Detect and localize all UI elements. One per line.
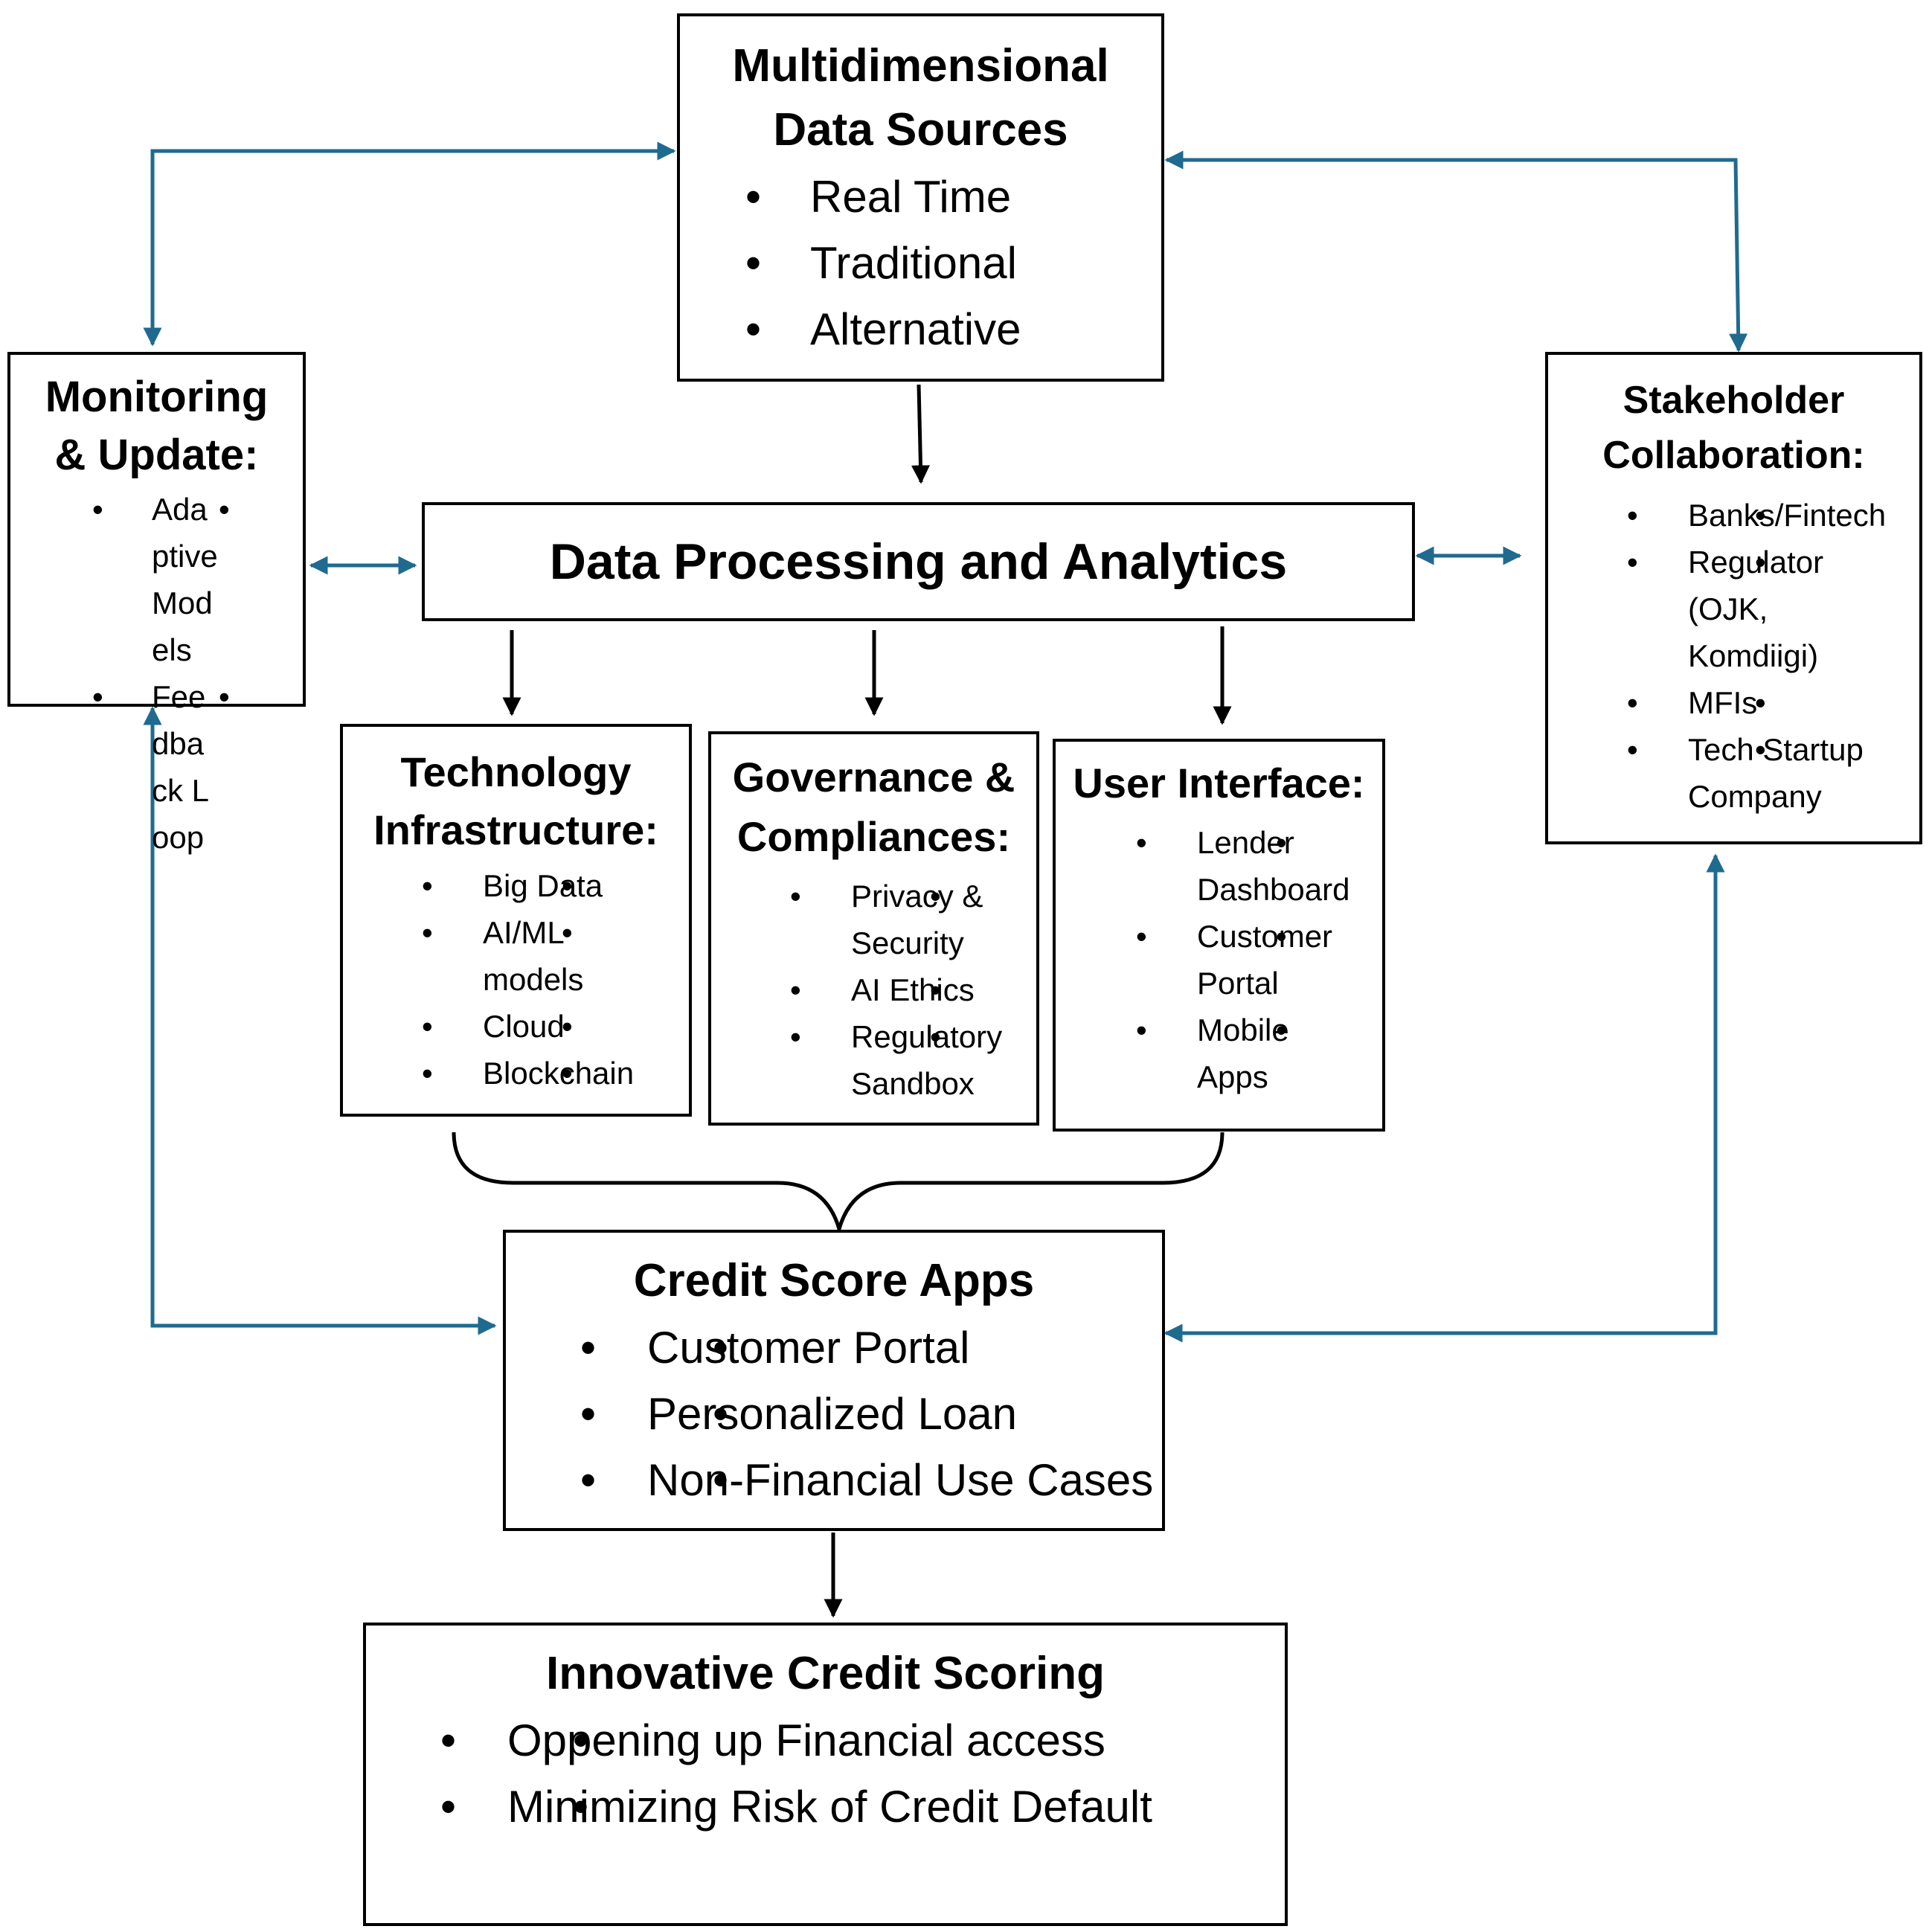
list-item: •Customer Portal: [580, 1315, 1162, 1381]
stakeholder-box: Stakeholder Collaboration: •Banks/Fintec…: [1545, 352, 1922, 844]
list-item: •Tech Startup Company: [1627, 726, 1897, 820]
technology-title-line2: Infrastructure:: [373, 806, 658, 853]
stakeholder-title-line1: Stakeholder: [1623, 379, 1845, 422]
technology-box: Technology Infrastructure: •Big Data •AI…: [340, 724, 692, 1117]
data-processing-title: Data Processing and Analytics: [549, 533, 1288, 590]
stakeholder-list: •Banks/Fintech •Regulator (OJK, Komdiigi…: [1548, 492, 1919, 820]
user-interface-list: •Lender Dashboard •Customer Portal •Mobi…: [1056, 819, 1382, 1100]
list-item: •Big Data: [422, 862, 689, 909]
innovative-credit-scoring-title: Innovative Credit Scoring: [545, 1648, 1105, 1699]
monitoring-title-line2: & Update:: [54, 431, 259, 479]
user-interface-box: User Interface: •Lender Dashboard •Custo…: [1053, 739, 1385, 1132]
arrow-sources-stakeholder: [1164, 150, 1748, 353]
list-item: •Minimizing Risk of Credit Default: [440, 1774, 1285, 1840]
list-item: •AI/ML models: [422, 909, 600, 1003]
list-item: •Adaptive Models: [92, 486, 230, 673]
list-item: •Lender Dashboard: [1136, 819, 1352, 913]
list-item: •Oppening up Financial access: [440, 1707, 1285, 1774]
list-item: •Blockchain: [422, 1050, 689, 1097]
data-sources-title-line1: Multidimensional: [732, 40, 1109, 92]
data-sources-list: Real Time Traditional Alternative: [680, 164, 1161, 362]
list-item: Traditional: [680, 230, 1161, 296]
list-item: •Banks/Fintech: [1627, 492, 1897, 539]
arrow-stakeholder-apps: [1164, 853, 1725, 1343]
list-item: •Regulator (OJK, Komdiigi): [1627, 539, 1837, 679]
governance-box: Governance & Compliances: •Privacy & Sec…: [708, 731, 1039, 1126]
arrow-sources-to-processing: [911, 384, 930, 484]
innovative-credit-scoring-list: •Oppening up Financial access •Minimizin…: [366, 1707, 1285, 1840]
list-item: Real Time: [680, 164, 1161, 230]
list-item: •Feedback Loop: [92, 673, 230, 861]
credit-score-apps-box: Credit Score Apps •Customer Portal •Pers…: [503, 1230, 1165, 1531]
technology-title-line1: Technology: [400, 748, 632, 795]
list-item: •Customer Portal: [1136, 913, 1338, 1007]
credit-score-apps-list: •Customer Portal •Personalized Loan •Non…: [506, 1315, 1162, 1513]
stakeholder-title-line2: Collaboration:: [1602, 434, 1865, 477]
monitoring-list: •Adaptive Models •Feedback Loop: [10, 486, 230, 861]
list-item: Alternative: [680, 296, 1161, 362]
user-interface-title: User Interface:: [1073, 760, 1365, 806]
merge-brace: [452, 1132, 1225, 1236]
arrow-monitoring-apps: [143, 706, 497, 1335]
arrow-sources-monitoring: [143, 141, 676, 347]
list-item: •Personalized Loan: [580, 1381, 1162, 1447]
governance-list: •Privacy & Security •AI Ethics •Regulato…: [711, 873, 1036, 1107]
data-processing-box: Data Processing and Analytics: [422, 502, 1415, 621]
credit-score-apps-title: Credit Score Apps: [633, 1255, 1035, 1306]
technology-list: •Big Data •AI/ML models •Cloud •Blockcha…: [343, 862, 689, 1097]
data-sources-box: Multidimensional Data Sources Real Time …: [677, 13, 1164, 382]
list-item: •MFIs: [1627, 679, 1897, 726]
list-item: •Privacy & Security: [790, 873, 1007, 966]
list-item: •AI Ethics: [790, 966, 1036, 1013]
list-item: •Mobile Apps: [1136, 1007, 1308, 1100]
governance-title-line2: Compliances:: [736, 813, 1011, 860]
governance-title-line1: Governance &: [732, 754, 1015, 800]
monitoring-title-line1: Monitoring: [45, 373, 269, 421]
list-item: •Regulatory Sandbox: [790, 1013, 1021, 1107]
innovative-credit-scoring-box: Innovative Credit Scoring •Oppening up F…: [363, 1623, 1288, 1926]
list-item: •Cloud: [422, 1003, 689, 1050]
monitoring-box: Monitoring & Update: •Adaptive Models •F…: [7, 352, 306, 855]
list-item: •Non-Financial Use Cases: [580, 1447, 1162, 1513]
data-sources-title-line2: Data Sources: [773, 104, 1068, 155]
